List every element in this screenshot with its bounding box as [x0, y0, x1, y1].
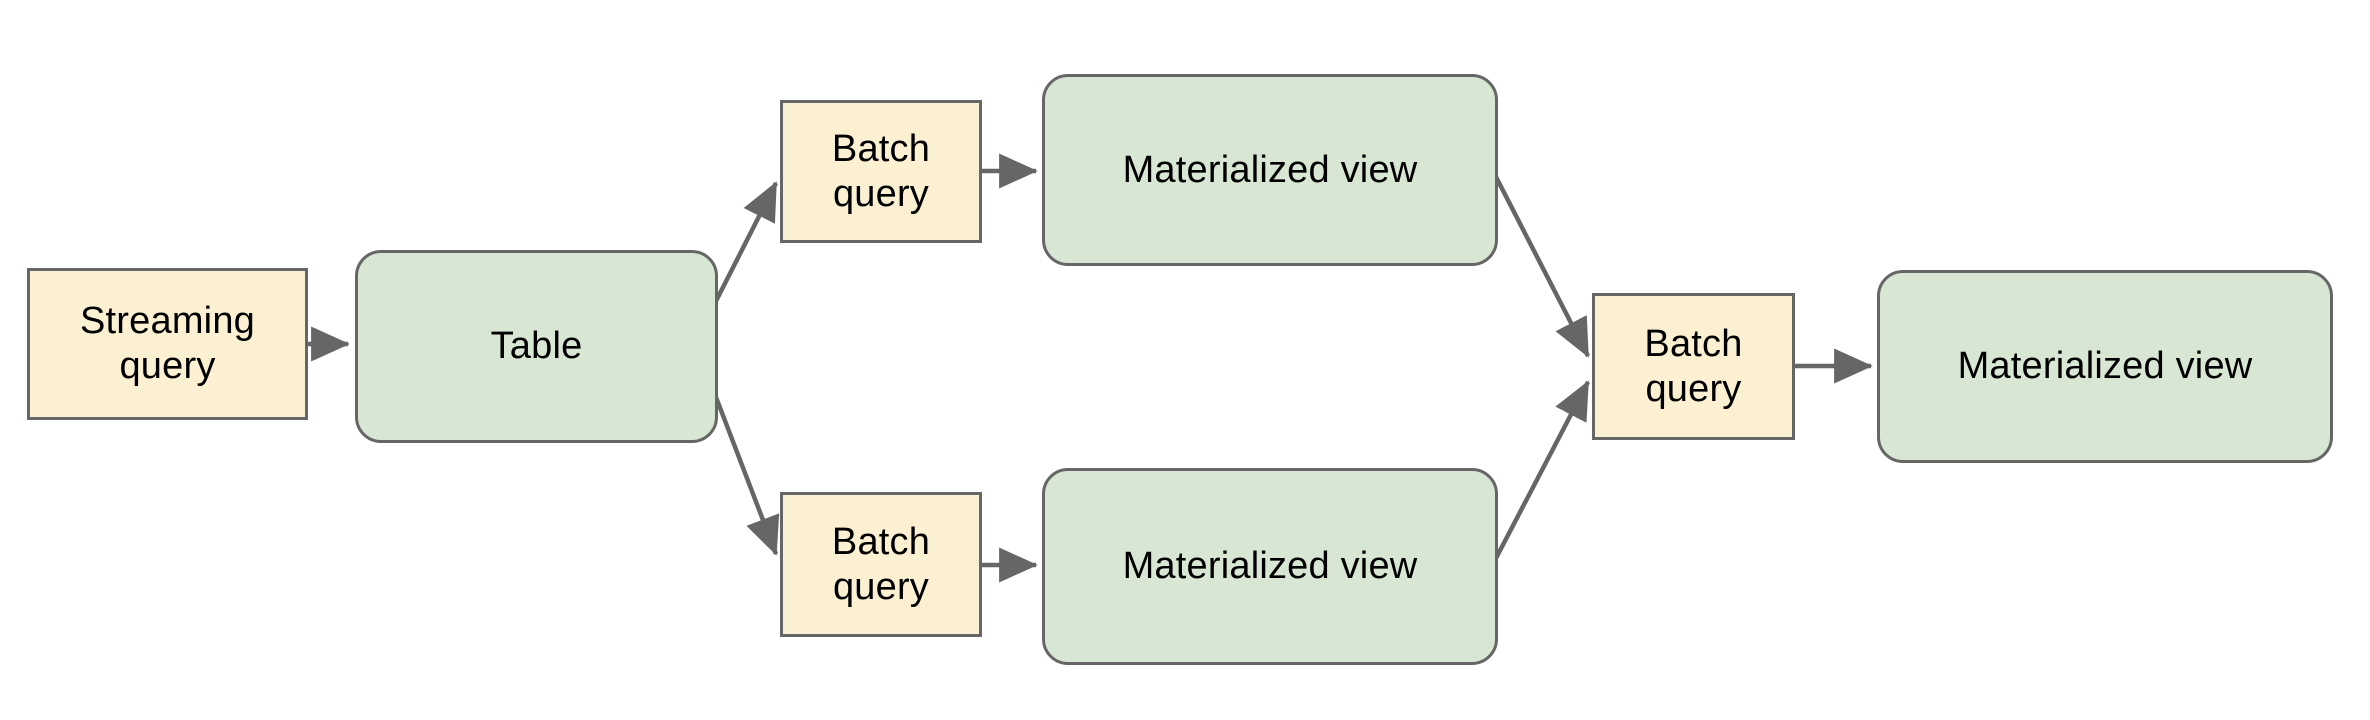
edge-materialized-view-bottom-to-batch-query-right [1492, 380, 1590, 564]
edge-table-to-batch-query-top [711, 181, 779, 307]
node-materialized-view-right-label: Materialized view [1957, 345, 2253, 388]
node-batch-query-right-label: Batch query [1644, 322, 1743, 410]
node-streaming-query[interactable]: Streaming query [27, 268, 308, 420]
node-table-label: Table [490, 325, 583, 368]
node-batch-query-right[interactable]: Batch query [1592, 293, 1795, 440]
node-materialized-view-top-label: Materialized view [1122, 148, 1418, 191]
node-materialized-view-right[interactable]: Materialized view [1877, 270, 2333, 463]
edge-table-to-batch-query-bottom [711, 391, 780, 556]
node-batch-query-bottom[interactable]: Batch query [780, 492, 982, 637]
node-batch-query-top[interactable]: Batch query [780, 100, 982, 243]
node-streaming-query-label: Streaming query [80, 300, 255, 387]
node-materialized-view-top[interactable]: Materialized view [1042, 74, 1498, 266]
node-batch-query-top-label: Batch query [831, 127, 931, 215]
edge-materialized-view-top-to-batch-query-right [1491, 171, 1591, 358]
node-batch-query-bottom-label: Batch query [831, 520, 931, 608]
node-materialized-view-bottom-label: Materialized view [1122, 545, 1418, 588]
node-materialized-view-bottom[interactable]: Materialized view [1042, 468, 1498, 665]
node-table[interactable]: Table [355, 250, 718, 443]
